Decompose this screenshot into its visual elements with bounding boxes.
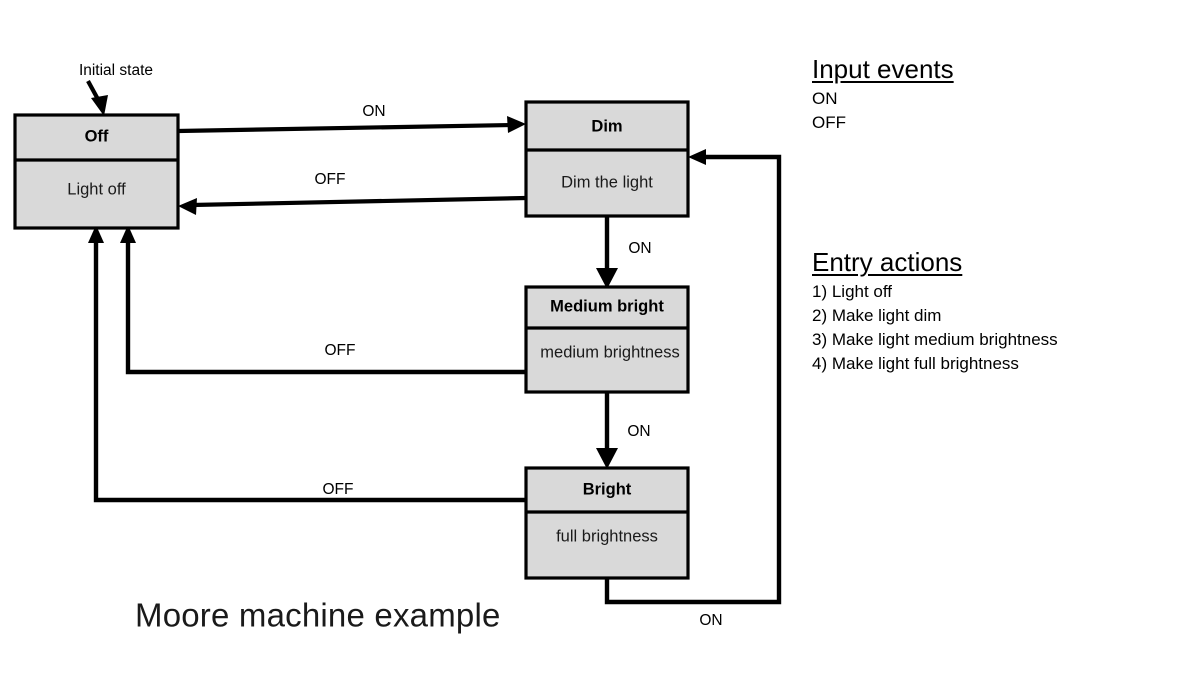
arrow-head-into-off-right — [178, 198, 197, 215]
arrow-head-into-off-bottom-outer — [88, 225, 104, 243]
transition-off-to-dim: ON — [177, 103, 526, 134]
edge-label-bright-to-dim: ON — [699, 612, 722, 629]
edge-label-dim-to-off: OFF — [315, 171, 346, 188]
initial-state-label: Initial state — [79, 62, 153, 79]
input-events-heading: Input events — [812, 54, 954, 84]
state-box-dim-frame — [524, 100, 690, 218]
transition-bright-to-dim: ON — [604, 149, 782, 629]
entry-action-item: 1) Light off — [812, 281, 893, 301]
state-action-bright: full brightness — [556, 527, 658, 545]
state-box-off-frame — [13, 113, 180, 230]
state-name-medium-bright: Medium bright — [550, 297, 664, 315]
transition-dim-to-medium: ON — [596, 216, 652, 289]
transition-bright-to-dim-line — [604, 154, 782, 605]
arrow-head-into-dim-right — [688, 149, 706, 165]
state-action-medium-bright: medium brightness — [540, 343, 679, 361]
transition-bright-to-off: OFF — [88, 225, 526, 503]
edge-label-dim-to-medium: ON — [628, 240, 651, 257]
state-node-bright[interactable]: Bright full brightness — [524, 466, 690, 580]
entry-action-item: 2) Make light dim — [812, 306, 942, 326]
entry-action-item: 3) Make light medium brightness — [812, 330, 1058, 350]
state-box-medium-frame — [524, 285, 690, 394]
arrow-head-into-bright-top — [596, 448, 618, 469]
state-box-bright-frame — [524, 466, 690, 580]
initial-state-pointer: Initial state — [79, 62, 153, 116]
arrow-head-initial-state — [91, 95, 108, 116]
transition-off-to-dim-line — [177, 122, 513, 134]
input-event-item: OFF — [812, 113, 846, 133]
state-action-off: Light off — [67, 180, 126, 198]
arrow-head-into-dim-left — [507, 116, 526, 133]
entry-action-item: 4) Make light full brightness — [812, 354, 1019, 374]
edge-label-bright-to-off: OFF — [323, 481, 354, 498]
input-event-item: ON — [812, 88, 838, 108]
state-node-medium-bright[interactable]: Medium bright medium brightness — [524, 285, 690, 394]
arrow-head-into-medium-top — [596, 268, 618, 289]
state-node-off[interactable]: Off Light off — [13, 113, 180, 230]
entry-actions-heading: Entry actions — [812, 247, 963, 277]
input-events-panel: Input events ON OFF — [812, 54, 954, 135]
transition-dim-to-off-line — [191, 195, 527, 208]
transition-bright-to-off-line — [93, 240, 526, 503]
edge-label-medium-to-off: OFF — [325, 342, 356, 359]
arrow-head-into-off-bottom-inner — [120, 225, 136, 243]
transition-dim-to-off: OFF — [178, 171, 527, 215]
edge-label-medium-to-bright: ON — [627, 423, 650, 440]
state-node-dim[interactable]: Dim Dim the light — [524, 100, 690, 218]
input-events-list: ON OFF — [812, 87, 954, 135]
entry-actions-list: 1) Light off 2) Make light dim 3) Make l… — [812, 280, 1058, 377]
state-name-bright: Bright — [583, 480, 632, 498]
state-name-dim: Dim — [591, 117, 622, 135]
transition-medium-to-off-line — [125, 240, 526, 375]
transition-medium-to-bright: ON — [596, 392, 651, 469]
transition-medium-to-off: OFF — [120, 225, 526, 375]
state-name-off: Off — [85, 127, 109, 145]
state-action-dim: Dim the light — [561, 173, 653, 191]
diagram-caption: Moore machine example — [135, 597, 501, 634]
entry-actions-panel: Entry actions 1) Light off 2) Make light… — [812, 247, 1058, 377]
edge-label-off-to-dim: ON — [362, 103, 385, 120]
